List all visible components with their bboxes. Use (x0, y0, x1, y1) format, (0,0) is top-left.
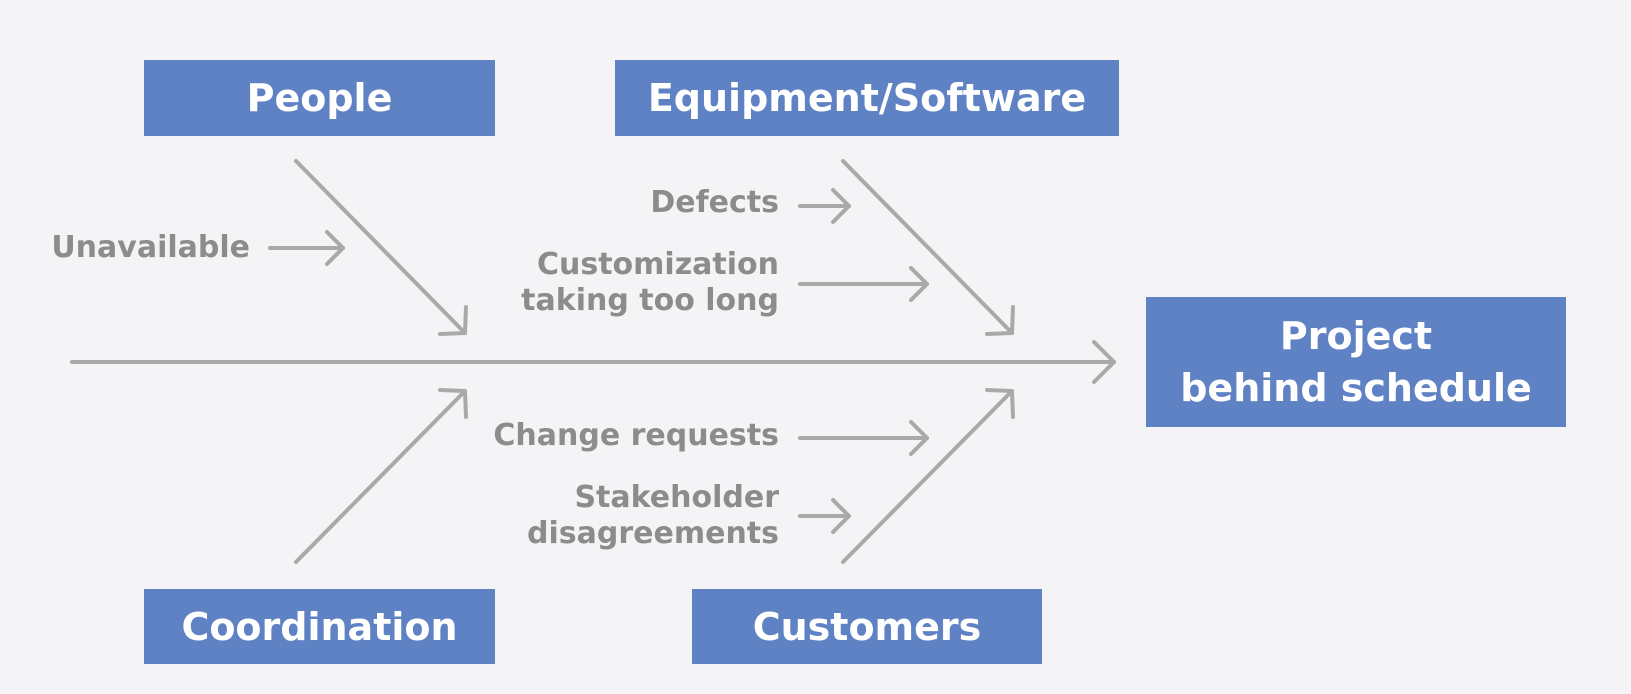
customization-arrow (798, 266, 929, 302)
cause-change-requests-label: Change requests (493, 418, 779, 453)
equipment-bone (841, 159, 1015, 336)
cause-unavailable-label: Unavailable (51, 230, 250, 265)
people-bone (294, 159, 468, 336)
unavailable-arrow (268, 230, 345, 266)
cause-customization-line-2: taking too long (521, 283, 779, 318)
stakeholder-arrow (798, 498, 851, 534)
cause-stakeholder-disagreements: Stakeholder disagreements (527, 480, 779, 552)
category-coordination-label: Coordination (181, 604, 458, 649)
category-people: People (144, 60, 495, 136)
category-equipment-software-label: Equipment/Software (647, 76, 1087, 120)
category-customers: Customers (692, 589, 1042, 664)
spine-arrow (70, 340, 1116, 384)
cause-unavailable: Unavailable (51, 230, 250, 266)
category-customers-label: Customers (752, 604, 982, 649)
category-equipment-software: Equipment/Software (615, 60, 1119, 136)
cause-customization-line-1: Customization (536, 247, 779, 282)
cause-stakeholder-line-1: Stakeholder (574, 480, 779, 515)
coordination-bone (294, 388, 468, 564)
cause-defects: Defects (650, 185, 779, 221)
effect-line-1: Project (1279, 314, 1433, 358)
defects-arrow (798, 188, 851, 224)
cause-defects-label: Defects (650, 185, 779, 220)
cause-change-requests: Change requests (493, 418, 779, 454)
change-requests-arrow (798, 420, 929, 456)
cause-customization: Customization taking too long (521, 247, 779, 319)
category-people-label: People (246, 76, 393, 120)
category-coordination: Coordination (144, 589, 495, 664)
effect-line-2: behind schedule (1180, 366, 1532, 410)
cause-stakeholder-line-2: disagreements (527, 516, 779, 551)
customers-bone (841, 388, 1015, 564)
effect-box: Project behind schedule (1146, 297, 1566, 427)
